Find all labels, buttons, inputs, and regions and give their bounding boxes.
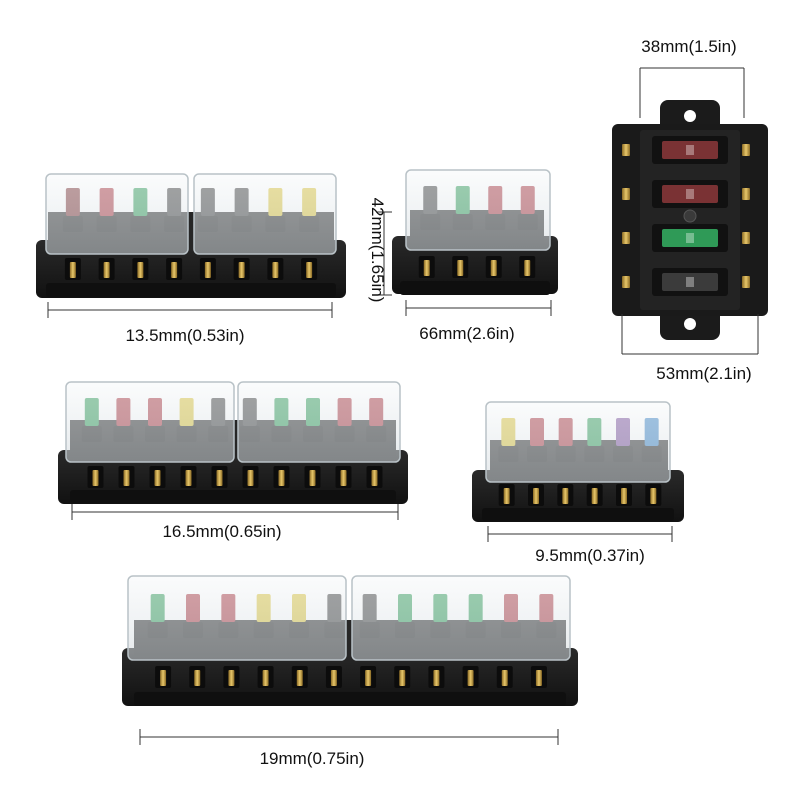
fuse-box-4-way-top-view <box>612 100 768 340</box>
dimension-label-top: 38mm(1.5in) <box>641 37 736 56</box>
mounting-hole-top <box>684 110 696 122</box>
dimension-label-10-way: 16.5mm(0.65in) <box>162 522 281 541</box>
terminal-pin <box>278 470 285 486</box>
dimension-label-bottom: 53mm(2.1in) <box>656 364 751 383</box>
terminal-pin <box>262 670 269 686</box>
fuse-box-base-foot <box>70 490 396 503</box>
dimension-10-way: 16.5mm(0.65in) <box>71 504 399 541</box>
clear-cover-right <box>193 173 337 255</box>
fuse <box>662 185 718 203</box>
dimension-label-8-way: 13.5mm(0.53in) <box>125 326 244 345</box>
terminal-pin <box>123 470 130 486</box>
dimension-label-12-way: 19mm(0.75in) <box>260 749 365 768</box>
terminal-pin <box>340 470 347 486</box>
terminal-pin <box>457 260 464 276</box>
terminal-pin <box>185 470 192 486</box>
terminal-pin <box>524 260 531 276</box>
clear-cover-right <box>351 575 571 661</box>
clear-cover <box>485 401 671 483</box>
terminal-pin <box>742 144 750 156</box>
top-view-terminal-pins <box>622 144 750 288</box>
fuse-box-base <box>122 648 578 706</box>
terminal-pin <box>742 276 750 288</box>
terminal-pin <box>309 470 316 486</box>
terminal-pin <box>330 670 337 686</box>
terminal-pin <box>216 470 223 486</box>
terminal-pin <box>92 470 99 486</box>
terminal-pin <box>503 488 510 504</box>
dimension-4-way-width: 66mm(2.6in) <box>405 300 552 343</box>
terminal-pin <box>69 262 76 278</box>
dimension-top-width: 38mm(1.5in) <box>639 37 745 118</box>
clear-cover-left <box>127 575 347 661</box>
terminal-pin <box>622 232 630 244</box>
fuse <box>662 141 718 159</box>
terminal-pin <box>247 470 254 486</box>
terminal-pin <box>533 488 539 504</box>
terminal-pin <box>103 262 110 278</box>
fuse-window <box>686 277 694 287</box>
fuse-window <box>686 189 694 199</box>
clear-cover-left <box>45 173 189 255</box>
fuse-box-8-way <box>36 173 346 298</box>
clear-cover-right <box>237 381 401 463</box>
terminal-pin <box>238 262 245 278</box>
dimension-6-way: 9.5mm(0.37in) <box>487 526 673 565</box>
fuse-box-10-way <box>58 381 408 504</box>
center-screw <box>683 209 697 223</box>
terminal-pin <box>296 670 303 686</box>
terminal-pin <box>204 262 211 278</box>
fuse-box-12-way <box>122 575 578 706</box>
fuse-box-base-foot <box>400 281 550 295</box>
fuse <box>662 229 718 247</box>
terminal-pin <box>622 188 630 200</box>
dimension-label-height: 42mm(1.65in) <box>368 198 387 303</box>
terminal-pin <box>622 144 630 156</box>
terminal-pin <box>154 470 161 486</box>
terminal-pin <box>365 670 372 686</box>
fuse-box-base-foot <box>482 508 674 521</box>
terminal-pin <box>535 670 542 686</box>
fuse <box>662 273 718 291</box>
dimension-12-way: 19mm(0.75in) <box>139 729 559 768</box>
terminal-pin <box>160 670 167 686</box>
dimension-4-way-height: 42mm(1.65in) <box>368 198 392 303</box>
dimension-bottom-width: 53mm(2.1in) <box>621 314 759 383</box>
terminal-pin <box>137 262 144 278</box>
terminal-pin <box>433 670 440 686</box>
terminal-pin <box>399 670 406 686</box>
terminal-pin <box>467 670 474 686</box>
terminal-pin <box>171 262 178 278</box>
dimension-label-4-way: 66mm(2.6in) <box>419 324 514 343</box>
terminal-pin <box>306 262 313 278</box>
terminal-pin <box>194 670 201 686</box>
terminal-pin <box>371 470 378 486</box>
fuse-window <box>686 233 694 243</box>
terminal-pin <box>591 488 598 504</box>
dimension-label-6-way: 9.5mm(0.37in) <box>535 546 645 565</box>
terminal-pin <box>742 232 750 244</box>
fuse-window <box>686 145 694 155</box>
dimension-8-way: 13.5mm(0.53in) <box>47 302 333 345</box>
fuse-box-base-foot <box>46 283 336 297</box>
fuse-box-6-way <box>472 401 684 522</box>
clear-cover-left <box>65 381 235 463</box>
terminal-pin <box>228 670 235 686</box>
fuse-box-4-way <box>392 169 558 295</box>
terminal-pin <box>650 488 657 504</box>
top-view-fuse-slots <box>652 136 728 296</box>
mounting-hole-bottom <box>684 318 696 330</box>
terminal-pin <box>742 188 750 200</box>
terminal-pin <box>621 488 627 504</box>
terminal-pin <box>272 262 279 278</box>
terminal-pin <box>622 276 630 288</box>
terminal-pin <box>501 670 508 686</box>
clear-cover <box>405 169 551 251</box>
fuse-box-base-foot <box>134 692 566 706</box>
terminal-pin <box>562 488 569 504</box>
terminal-pin <box>423 260 430 276</box>
terminal-pin <box>490 260 497 276</box>
